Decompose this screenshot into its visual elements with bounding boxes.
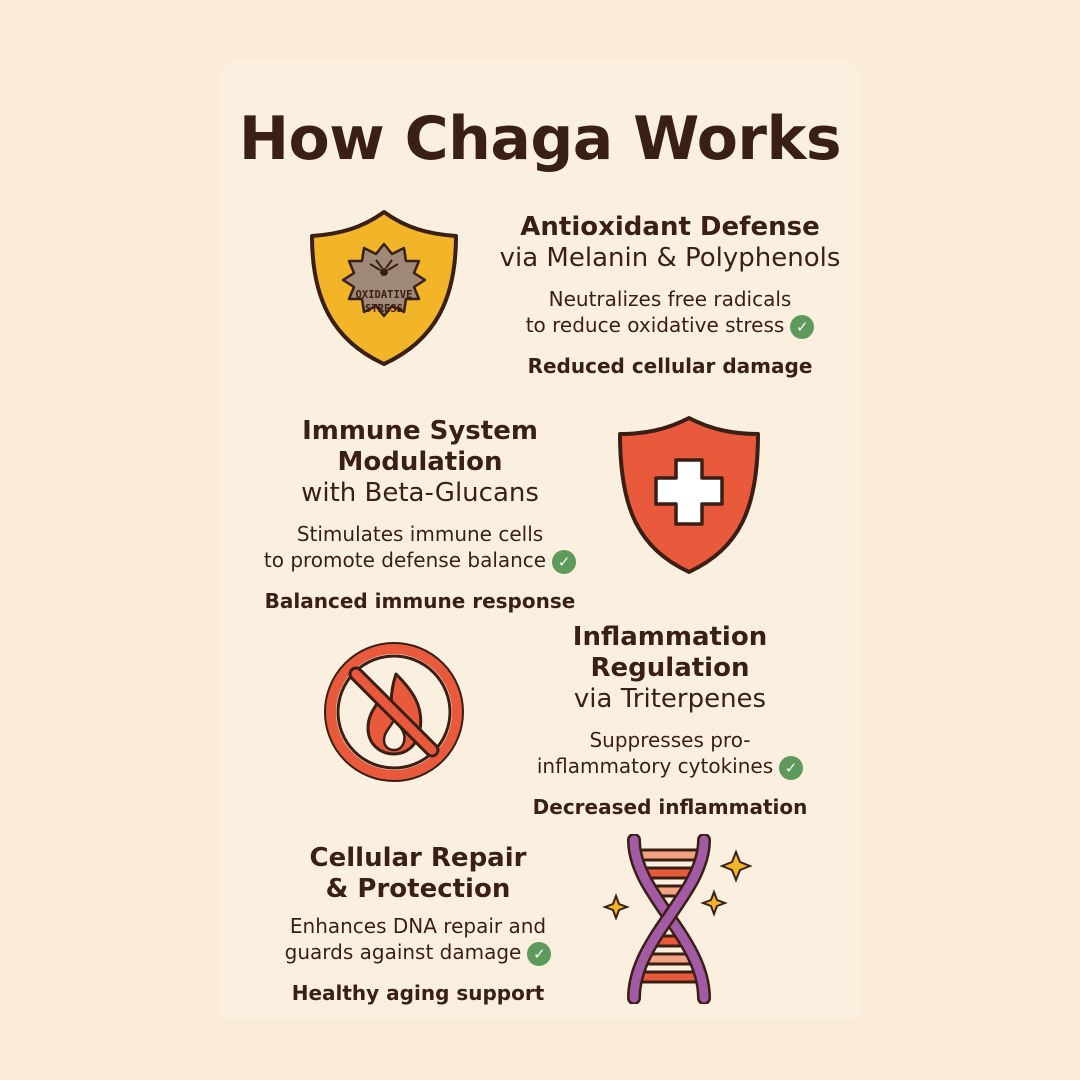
section-cellular-repair: Cellular Repair & Protection Enhances DN… bbox=[258, 843, 578, 1006]
description-line-text: inflammatory cytokines bbox=[536, 754, 774, 778]
sparkle-icon bbox=[700, 889, 728, 917]
sparkle-icon bbox=[719, 849, 753, 883]
check-icon: ✓ bbox=[527, 941, 552, 966]
section-heading-line: Modulation bbox=[337, 447, 503, 477]
check-icon: ✓ bbox=[552, 549, 577, 574]
section-heading-line: & Protection bbox=[325, 874, 511, 904]
description-line: to reduce oxidative stress✓ bbox=[470, 312, 870, 339]
section-subheading: with Beta-Glucans bbox=[301, 478, 539, 508]
description-line-text: to reduce oxidative stress bbox=[525, 313, 785, 337]
description-line: inflammatory cytokines✓ bbox=[500, 753, 840, 780]
description-line-text: guards against damage bbox=[284, 940, 522, 964]
description-line: Neutralizes free radicals bbox=[548, 287, 792, 311]
section-immune: Immune System Modulation with Beta-Gluca… bbox=[250, 416, 590, 614]
section-description: Suppresses pro- inflammatory cytokines✓ bbox=[500, 727, 840, 780]
dna-helix-icon bbox=[602, 834, 753, 1004]
section-result: Reduced cellular damage bbox=[527, 353, 813, 378]
section-heading-line: Immune System bbox=[302, 416, 538, 446]
sparkle-icon bbox=[602, 893, 630, 921]
section-inflammation: Inflammation Regulation via Triterpenes … bbox=[500, 622, 840, 820]
section-description: Enhances DNA repair and guards against d… bbox=[258, 913, 578, 966]
page-title: How Chaga Works bbox=[238, 104, 842, 174]
icon-label-oxidative: OXIDATIVE bbox=[356, 289, 413, 301]
description-line: guards against damage✓ bbox=[258, 939, 578, 966]
description-line: Stimulates immune cells bbox=[296, 522, 544, 546]
section-result: Balanced immune response bbox=[264, 588, 576, 613]
description-line: Enhances DNA repair and bbox=[289, 914, 547, 938]
section-antioxidant: Antioxidant Defense via Melanin & Polyph… bbox=[470, 212, 870, 379]
infographic-panel bbox=[222, 62, 858, 1020]
check-icon: ✓ bbox=[790, 314, 815, 339]
description-line: Suppresses pro- bbox=[589, 728, 751, 752]
section-heading-line: Inflammation bbox=[572, 622, 768, 652]
section-heading-line: Regulation bbox=[590, 653, 750, 683]
description-line-text: to promote defense balance bbox=[263, 548, 547, 572]
section-description: Stimulates immune cells to promote defen… bbox=[250, 521, 590, 574]
section-heading-line: Cellular Repair bbox=[309, 843, 527, 873]
no-fire-icon bbox=[324, 642, 464, 782]
section-result: Decreased inflammation bbox=[532, 794, 808, 819]
description-line: to promote defense balance✓ bbox=[250, 547, 590, 574]
section-subheading: via Triterpenes bbox=[573, 684, 767, 714]
section-result: Healthy aging support bbox=[291, 980, 545, 1005]
icon-label-stress: STRESS bbox=[365, 303, 403, 315]
medical-cross-shield-icon bbox=[618, 416, 760, 574]
section-description: Neutralizes free radicals to reduce oxid… bbox=[470, 286, 870, 339]
oxidative-stress-shield-icon: OXIDATIVE STRESS bbox=[310, 210, 458, 366]
section-heading: Antioxidant Defense bbox=[520, 212, 820, 242]
section-subheading: via Melanin & Polyphenols bbox=[499, 243, 841, 273]
check-icon: ✓ bbox=[779, 755, 804, 780]
